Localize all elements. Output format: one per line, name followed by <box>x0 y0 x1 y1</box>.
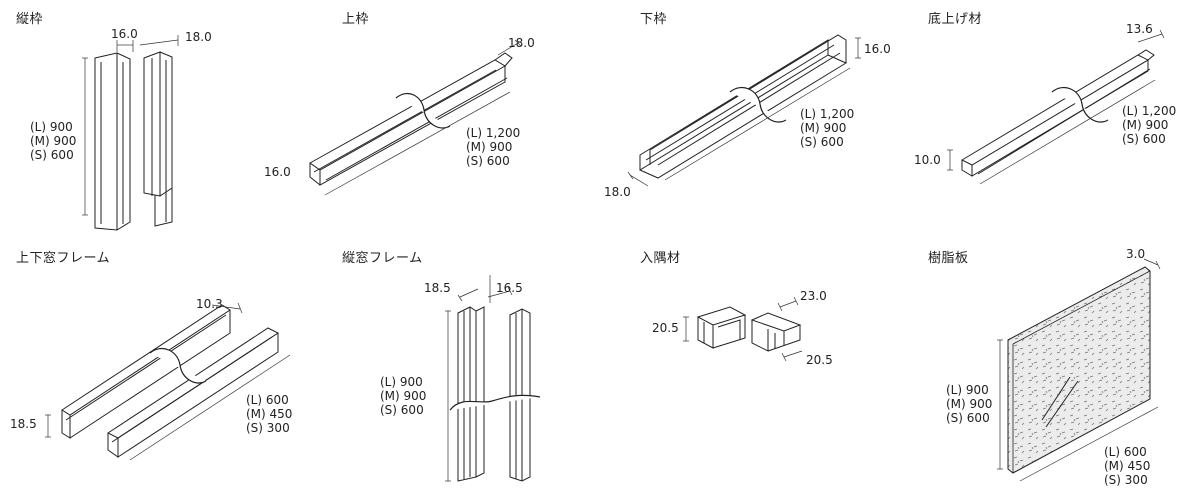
length-label: (S) 300 <box>246 421 290 435</box>
length-label: (S) 600 <box>1122 132 1166 146</box>
dimension-label: 20.5 <box>806 353 833 367</box>
raising-bar-drawing <box>947 29 1165 185</box>
part-title: 底上げ材 <box>928 12 983 27</box>
dimension-label: 16.0 <box>264 165 291 179</box>
width-label: (M) 450 <box>1104 459 1151 473</box>
dimension-label: 16.0 <box>864 42 891 56</box>
length-label: (L) 900 <box>30 120 73 134</box>
part-panel-inner-corner: 入隅材 20.5 23.0 2 <box>600 245 900 491</box>
length-label: (M) 900 <box>380 389 427 403</box>
height-label: (M) 900 <box>946 397 993 411</box>
part-panel-top-frame: 上枠 18.0 16.0 (L) 1,200 (M) 900 <box>264 0 600 245</box>
dimension-label: 13.6 <box>1126 22 1153 36</box>
dimension-label: 23.0 <box>800 289 827 303</box>
length-label: (L) 1,200 <box>466 126 521 140</box>
length-label: (S) 600 <box>466 154 510 168</box>
part-panel-bottom-frame: 下枠 16.0 18.0 (L) 1,200 (M) 900 (S) 600 <box>600 0 900 245</box>
top-frame-drawing <box>309 39 522 196</box>
dimension-label: 10.0 <box>914 153 941 167</box>
dimension-label: 10.3 <box>196 297 223 311</box>
part-panel-resin-board: 樹脂板 3.0 (L) 900 (M) 900 <box>900 245 1200 491</box>
dimension-label: 16.5 <box>496 281 523 295</box>
length-label: (M) 450 <box>246 407 293 421</box>
dimension-label: 18.0 <box>604 185 631 199</box>
length-label: (L) 1,200 <box>1122 104 1177 118</box>
part-panel-vertical-frame: 縦枠 16.0 18.0 <box>0 0 300 245</box>
part-title: 上下窓フレーム <box>16 251 111 266</box>
part-panel-horizontal-window-frame: 上下窓フレーム 10.3 18.5 (L) 600 <box>0 245 300 491</box>
dimension-label: 20.5 <box>652 321 679 335</box>
length-label: (M) 900 <box>1122 118 1169 132</box>
length-label: (S) 600 <box>800 135 844 149</box>
vertical-window-frame-drawing <box>445 275 541 482</box>
part-title: 下枠 <box>640 12 668 27</box>
part-title: 入隅材 <box>640 251 681 266</box>
height-label: (L) 900 <box>946 383 989 397</box>
length-label: (M) 900 <box>30 134 77 148</box>
part-title: 上枠 <box>342 12 370 27</box>
part-panel-raising-bar: 底上げ材 13.6 10.0 (L) 1,200 (M) 900 (S) 600 <box>900 0 1200 245</box>
dimension-label: 18.5 <box>424 281 451 295</box>
length-label: (L) 600 <box>246 393 289 407</box>
inner-corner-drawing <box>683 296 803 362</box>
height-label: (S) 600 <box>946 411 990 425</box>
dimension-label: 3.0 <box>1126 247 1146 261</box>
vertical-frame-drawing <box>82 35 179 231</box>
dimension-label: 16.0 <box>111 27 138 41</box>
part-panel-vertical-window-frame: 縦窓フレーム 18.5 16.5 (L) 900 (M) 900 (S) <box>300 245 600 491</box>
dimension-label: 18.5 <box>10 417 37 431</box>
dimension-label: 18.0 <box>185 30 212 44</box>
resin-board-drawing <box>997 258 1161 482</box>
part-title: 縦窓フレーム <box>342 251 423 266</box>
part-title: 縦枠 <box>16 12 44 27</box>
length-label: (L) 1,200 <box>800 107 855 121</box>
length-label: (M) 900 <box>466 140 513 154</box>
horizontal-window-frame-drawing <box>45 302 291 461</box>
part-title: 樹脂板 <box>928 251 969 266</box>
length-label: (S) 600 <box>30 148 74 162</box>
length-label: (L) 900 <box>380 375 423 389</box>
length-label: (S) 600 <box>380 403 424 417</box>
width-label: (L) 600 <box>1104 445 1147 459</box>
width-label: (S) 300 <box>1104 473 1148 487</box>
bottom-frame-drawing <box>627 34 861 187</box>
length-label: (M) 900 <box>800 121 847 135</box>
dimension-label: 18.0 <box>508 36 535 50</box>
